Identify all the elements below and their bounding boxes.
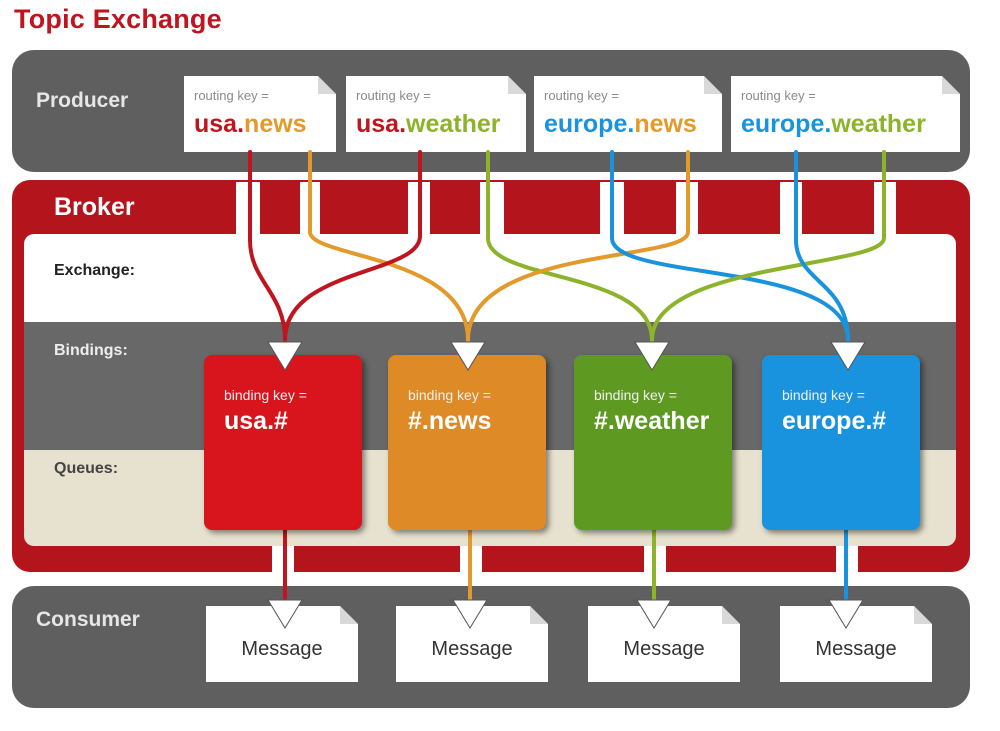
route-europe-weather-to-weather bbox=[650, 150, 886, 342]
routing-key-doc: routing key = europe.weather bbox=[731, 76, 960, 152]
broker-stripe bbox=[480, 182, 504, 234]
queues-label: Queues: bbox=[54, 460, 119, 477]
bindings-label: Bindings: bbox=[54, 342, 128, 359]
routing-key-part1: usa bbox=[194, 110, 238, 138]
binding-key-value: #.news bbox=[408, 407, 492, 435]
route-usa-news-to-news bbox=[308, 150, 470, 342]
broker-label: Broker bbox=[54, 193, 135, 221]
routing-key-value: europe.weather bbox=[741, 110, 926, 139]
message-doc: Message bbox=[588, 606, 740, 682]
routing-key-separator: . bbox=[399, 110, 407, 138]
arrow-down-icon bbox=[636, 599, 672, 629]
message-label: Message bbox=[623, 638, 705, 660]
routing-key-part1: usa bbox=[356, 110, 400, 138]
routing-key-separator: . bbox=[627, 110, 635, 138]
route-usa-news-to-usa bbox=[248, 150, 287, 342]
routing-key-caption: routing key = bbox=[194, 88, 269, 103]
binding-key-value: #.weather bbox=[594, 407, 710, 435]
routing-key-part1: europe bbox=[741, 110, 825, 138]
message-doc: Message bbox=[780, 606, 932, 682]
page-title: Topic Exchange bbox=[14, 4, 222, 34]
exchange-label: Exchange: bbox=[54, 262, 135, 279]
routing-key-part2: news bbox=[634, 110, 697, 138]
arrow-down-icon bbox=[267, 599, 303, 629]
route-usa-weather-to-weather bbox=[486, 150, 654, 342]
routing-key-caption: routing key = bbox=[356, 88, 431, 103]
queue-card: binding key = usa.# bbox=[204, 355, 362, 530]
queue-card: binding key = #.weather bbox=[574, 355, 732, 530]
queue-card: binding key = europe.# bbox=[762, 355, 920, 530]
routing-key-doc: routing key = usa.news bbox=[184, 76, 336, 152]
routing-key-value: usa.news bbox=[194, 110, 307, 139]
queue-card: binding key = #.news bbox=[388, 355, 546, 530]
binding-key-caption: binding key = bbox=[224, 387, 307, 403]
binding-key-caption: binding key = bbox=[594, 387, 677, 403]
route-europe-news-to-news bbox=[466, 150, 690, 342]
routing-key-caption: routing key = bbox=[741, 88, 816, 103]
route-europe-weather-to-europe bbox=[794, 150, 850, 342]
routing-key-part2: news bbox=[244, 110, 307, 138]
routing-key-part1: europe bbox=[544, 110, 628, 138]
arrow-down-icon bbox=[267, 341, 303, 371]
route-usa-weather-to-usa bbox=[283, 150, 422, 342]
arrow-down-icon bbox=[634, 341, 670, 371]
arrow-down-icon bbox=[828, 599, 864, 629]
routing-key-separator: . bbox=[824, 110, 832, 138]
producer-label: Producer bbox=[36, 89, 129, 112]
arrow-down-icon bbox=[452, 599, 488, 629]
message-doc: Message bbox=[396, 606, 548, 682]
routing-key-doc: routing key = usa.weather bbox=[346, 76, 526, 152]
arrow-down-icon bbox=[450, 341, 486, 371]
message-label: Message bbox=[431, 638, 513, 660]
routing-key-part2: weather bbox=[406, 110, 501, 138]
binding-key-value: usa.# bbox=[224, 407, 288, 435]
binding-key-caption: binding key = bbox=[782, 387, 865, 403]
routing-key-caption: routing key = bbox=[544, 88, 619, 103]
routing-key-value: usa.weather bbox=[356, 110, 501, 139]
route-europe-news-to-europe bbox=[610, 150, 850, 342]
routing-key-part2: weather bbox=[831, 110, 926, 138]
routing-key-value: europe.news bbox=[544, 110, 697, 139]
routing-key-separator: . bbox=[237, 110, 245, 138]
binding-key-value: europe.# bbox=[782, 407, 887, 435]
binding-key-caption: binding key = bbox=[408, 387, 491, 403]
message-label: Message bbox=[241, 638, 323, 660]
routing-key-doc: routing key = europe.news bbox=[534, 76, 722, 152]
message-label: Message bbox=[815, 638, 897, 660]
consumer-label: Consumer bbox=[36, 608, 140, 631]
arrow-down-icon bbox=[830, 341, 866, 371]
